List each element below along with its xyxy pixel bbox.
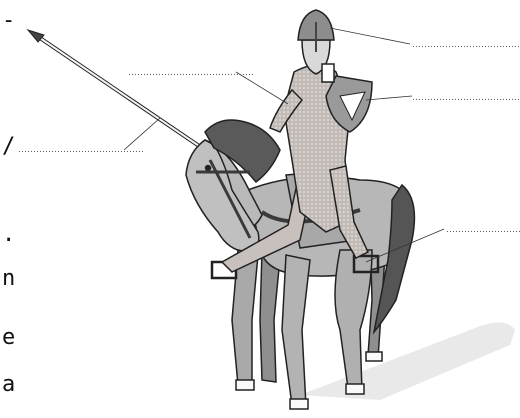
edge-char-e: e — [2, 325, 16, 350]
tower-emblem — [321, 63, 335, 83]
hoof — [235, 379, 255, 391]
blank-stirrup: …………………………………… — [446, 224, 520, 234]
knight — [220, 9, 373, 273]
hoof — [365, 351, 383, 362]
leader-helmet — [329, 27, 411, 45]
edge-char-a: a — [2, 372, 16, 397]
horse-tail — [372, 183, 416, 335]
edge-char-n: n — [2, 266, 16, 291]
knight-arm — [269, 88, 304, 133]
horse — [185, 119, 416, 410]
leader-stirrup — [365, 228, 445, 263]
blank-shield: …………………………………… — [412, 92, 520, 102]
bridle — [196, 159, 252, 239]
ground-shadow — [300, 322, 515, 400]
blank-mail: …………………………………… — [128, 67, 254, 77]
edge-char-dot: . — [2, 222, 16, 247]
horse-mane — [204, 119, 281, 184]
leader-shield — [365, 95, 413, 101]
hoof — [345, 383, 365, 395]
edge-char-slash: / — [2, 134, 16, 159]
stirrup — [352, 254, 380, 274]
blank-helmet: …………………………………… — [412, 39, 520, 49]
lance — [26, 29, 207, 152]
knight-near-leg — [329, 165, 369, 259]
leader-mail — [235, 71, 289, 105]
hoof — [289, 398, 309, 410]
horse-eye — [204, 164, 212, 172]
lance-tip — [26, 29, 45, 43]
blank-lance: …………………………………… — [18, 144, 144, 154]
horse-near-foreleg — [281, 254, 311, 407]
leader-lance — [123, 117, 161, 151]
shield-emblem — [339, 91, 366, 122]
edge-char-dash: - — [2, 8, 16, 33]
leader-lines — [123, 27, 445, 263]
